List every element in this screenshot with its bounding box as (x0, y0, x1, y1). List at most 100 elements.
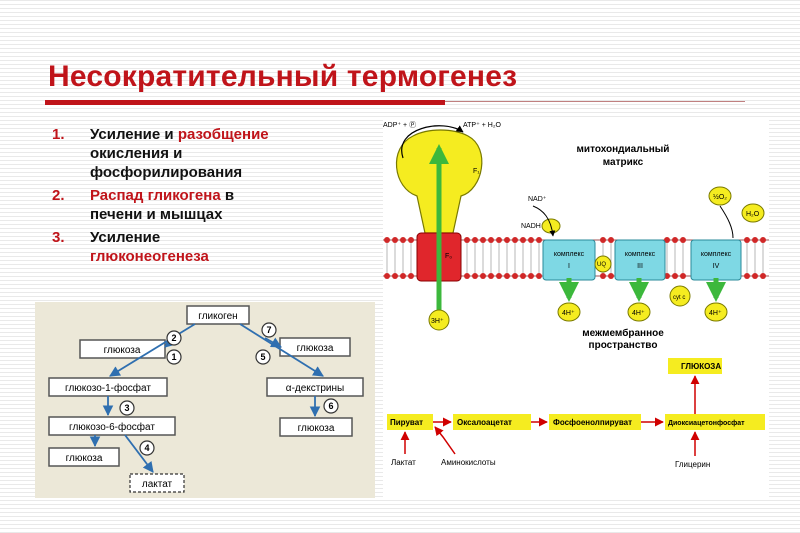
o2-label: ½O₂ (713, 193, 727, 201)
step-number: 2 (171, 333, 176, 343)
lipid-head (528, 273, 534, 279)
lipid-head (752, 273, 758, 279)
atp-label: ATP⁺ + H₂O (463, 122, 502, 129)
list-item-3: 3. Усиление глюконеогенеза (52, 228, 382, 266)
lipid-head (680, 237, 686, 243)
lipid-head (744, 237, 750, 243)
label-dextrins: α-декстрины (286, 383, 344, 394)
lipid-head (408, 273, 414, 279)
node-glucose-right-2 (279, 417, 353, 437)
list-text: в (220, 187, 235, 204)
h3-label: 3H⁺ (431, 318, 444, 325)
complex-iv (690, 239, 742, 281)
lipid-head (384, 273, 390, 279)
matrix-label: матрикс (603, 157, 644, 168)
list-text: фосфорилирования (90, 164, 243, 181)
lipid-head (680, 273, 686, 279)
glycogen-diagram: гликоген глюкоза глюкоза глюкозо-1-фосфа… (35, 302, 375, 498)
lipid-head (496, 273, 502, 279)
lipid-head (520, 273, 526, 279)
lipid-head (512, 237, 518, 243)
label-glycogen: гликоген (198, 311, 237, 322)
list-text: печени и мышцах (90, 206, 223, 223)
lipid-head (760, 237, 766, 243)
step-number: 3 (124, 403, 129, 413)
uq-circle (594, 255, 612, 273)
lipid-head (400, 273, 406, 279)
uq-label: UQ (597, 262, 606, 268)
label-glucose-left: глюкоза (104, 345, 141, 356)
lipid-head (480, 273, 486, 279)
h4-label: 4H⁺ (562, 310, 575, 317)
step-number: 7 (266, 325, 271, 335)
lipid-head (528, 237, 534, 243)
complex-label: комплекс (625, 251, 656, 258)
node-oxaloacetate (453, 414, 531, 430)
nadh-label: NADH (521, 223, 541, 230)
label-lactate: лактат (142, 479, 173, 490)
node-glucose (668, 358, 722, 374)
list-number: 3. (52, 229, 65, 246)
lipid-head (664, 237, 670, 243)
step-number: 4 (144, 443, 149, 453)
node-g6p (48, 416, 176, 436)
node-glucose-left (79, 339, 166, 359)
label-glucose-right-2: глюкоза (298, 423, 335, 434)
label-glycerol: Глицерин (675, 460, 710, 469)
label-oxaloacetate: Оксалоацетат (457, 418, 512, 427)
list-text-highlight: глюконеогенеза (90, 248, 209, 265)
lipid-head (488, 237, 494, 243)
label-amino-acids: Аминокислоты (441, 458, 496, 467)
lipid-head (536, 273, 542, 279)
lipid-head (392, 273, 398, 279)
mitochondria-diagram-svg: ADP⁺ + Ⓟ ATP⁺ + H₂O F₁ F₀ 3H⁺ NAD⁺ NADH … (383, 121, 769, 351)
label-glucose-right: глюкоза (297, 343, 334, 354)
cytc-label: cyt c (673, 295, 685, 301)
label-pyruvate: Пируват (390, 418, 423, 427)
list-number: 1. (52, 126, 65, 143)
lipid-head (408, 237, 414, 243)
page-title: Несократительный термогенез (48, 60, 518, 93)
lipid-head (384, 237, 390, 243)
f1-label: F₁ (473, 168, 480, 175)
lipid-head (472, 273, 478, 279)
lipid-head (536, 237, 542, 243)
title-underline-thin (445, 101, 745, 102)
lipid-head (608, 273, 614, 279)
node-lactate (129, 473, 185, 493)
label-g6p: глюкозо-6-фосфат (69, 421, 155, 433)
complex-numeral: I (568, 263, 570, 270)
lipid-head (600, 273, 606, 279)
lipid-head (496, 237, 502, 243)
complex-label: комплекс (701, 251, 732, 258)
list-text: окисления и (90, 145, 183, 162)
lipid-head (752, 237, 758, 243)
lipid-head (480, 237, 486, 243)
lipid-head (744, 273, 750, 279)
list-text: Усиление (90, 229, 161, 246)
lipid-head (464, 237, 470, 243)
node-glycogen (186, 305, 250, 325)
list-text-highlight: разобщение (177, 126, 269, 143)
step-number: 6 (328, 401, 333, 411)
step-number: 1 (171, 352, 176, 362)
lipid-head (400, 237, 406, 243)
nad-label: NAD⁺ (528, 196, 547, 203)
gluconeogenesis-diagram: ГЛЮКОЗА Пируват Оксалоацетат Фосфоенолпи… (383, 352, 769, 498)
complex-numeral: III (637, 263, 643, 270)
node-dhap (665, 414, 765, 430)
h2o-label: H₂O (746, 211, 760, 218)
gluconeogenesis-svg: ГЛЮКОЗА Пируват Оксалоацетат Фосфоенолпи… (387, 358, 765, 469)
adp-label: ADP⁺ + Ⓟ (383, 121, 416, 129)
complex-i (542, 239, 596, 281)
label-pep: Фосфоенолпируват (553, 418, 632, 427)
lipid-head (520, 237, 526, 243)
label-dhap: Диоксиацетонфосфат (668, 420, 745, 427)
node-glucose-bottom (48, 447, 120, 467)
lipid-head (600, 237, 606, 243)
list-text-highlight: Распад гликогена (90, 187, 221, 204)
matrix-label: митохондиальный (577, 144, 670, 155)
label-glucose-bottom: глюкоза (66, 453, 103, 464)
h4-label: 4H⁺ (632, 310, 645, 317)
label-g1p: глюкозо-1-фосфат (65, 382, 151, 394)
